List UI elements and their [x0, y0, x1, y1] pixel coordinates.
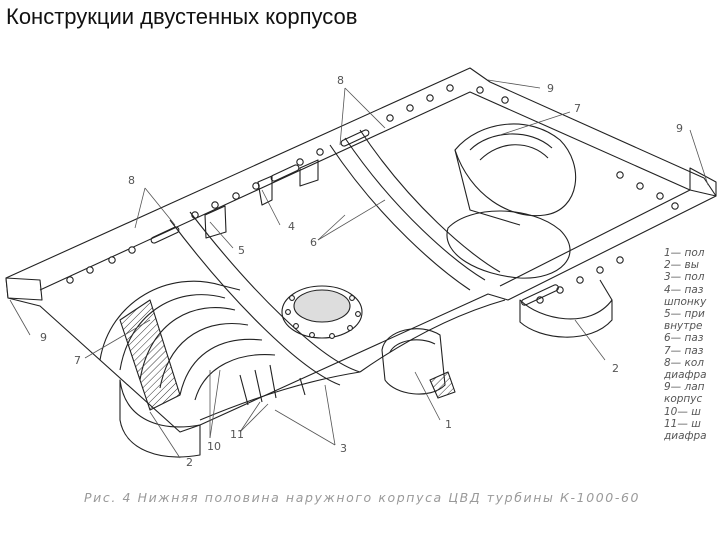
callout-7-right: 7	[574, 102, 581, 115]
callout-8-top: 8	[337, 74, 344, 87]
parts-legend: 1— пол 2— вы 3— пол 4— паз шпонку 5— при…	[664, 247, 720, 477]
flange-left-paw	[5, 277, 43, 301]
callout-11: 11	[230, 428, 244, 441]
left-wall-section	[119, 299, 181, 411]
leader-lines	[9, 79, 709, 459]
support-right	[519, 299, 613, 338]
bolt-row-top	[66, 84, 679, 304]
legend-line: 1— пол	[664, 247, 705, 259]
legend-line: внутре	[664, 320, 703, 333]
legend-line: 6— паз	[664, 332, 704, 345]
slot-bars	[150, 129, 559, 306]
support-left	[119, 379, 201, 458]
inlet-nozzle	[281, 285, 363, 339]
callout-7-left: 7	[74, 354, 81, 367]
legend-line: 3— пол	[664, 271, 705, 284]
legend-line: 4— паз	[664, 283, 704, 296]
legend-line: 11— ш	[664, 417, 701, 430]
legend-line: 2— вы	[664, 259, 699, 272]
legend-line: 7— паз	[664, 344, 704, 357]
right-bore	[454, 123, 577, 217]
legend-line: 10— ш	[664, 405, 701, 418]
barrel-floor	[199, 371, 361, 421]
callout-4: 4	[288, 220, 295, 233]
barrel-arc-1	[169, 219, 341, 386]
callout-8-left: 8	[128, 174, 135, 187]
flange-inner-edge	[39, 91, 691, 291]
legend-line: корпус	[664, 393, 703, 406]
flange-outline	[5, 67, 717, 433]
slide-title: Конструкции двустенных корпусов	[6, 4, 358, 29]
callout-9-top: 9	[547, 82, 554, 95]
callout-2-right: 2	[612, 362, 619, 375]
callout-6: 6	[310, 236, 317, 249]
callout-5: 5	[238, 244, 245, 257]
callout-2-left: 2	[186, 456, 193, 469]
legend-line: диафра	[664, 369, 707, 382]
callout-9-right: 9	[676, 122, 683, 135]
callout-9-left: 9	[40, 331, 47, 344]
key-slot-4	[257, 175, 273, 206]
pipe-section	[429, 371, 456, 399]
callout-3: 3	[340, 442, 347, 455]
right-bottom-cutout	[446, 210, 571, 279]
flange-right-paw	[689, 167, 717, 197]
figure-caption: Рис. 4 Нижняя половина наружного корпуса…	[84, 490, 641, 505]
legend-line: 8— кол	[664, 356, 704, 369]
legend-line: диафра	[664, 430, 707, 443]
legend-line: шпонку	[664, 295, 707, 308]
callout-1: 1	[445, 418, 452, 431]
nozzle-bolts	[285, 295, 361, 339]
legend-line: 5— при	[664, 308, 705, 321]
legend-line: 9— лап	[664, 381, 705, 394]
key-slot-5	[204, 205, 227, 239]
left-bore	[99, 280, 241, 361]
callout-10: 10	[207, 440, 221, 453]
